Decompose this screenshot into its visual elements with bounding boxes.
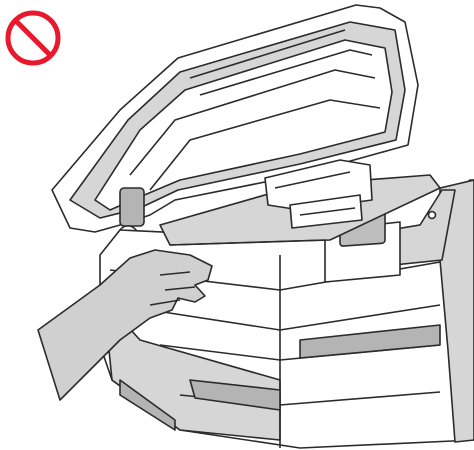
prohibited-icon-ring bbox=[5, 10, 61, 66]
scanner-lid bbox=[51, 4, 419, 247]
printer bbox=[51, 4, 474, 449]
prohibited-icon bbox=[5, 10, 61, 66]
printer-interior bbox=[159, 159, 441, 246]
prohibited-icon-slash bbox=[13, 18, 53, 58]
hand bbox=[37, 249, 213, 401]
power-button bbox=[427, 210, 437, 220]
